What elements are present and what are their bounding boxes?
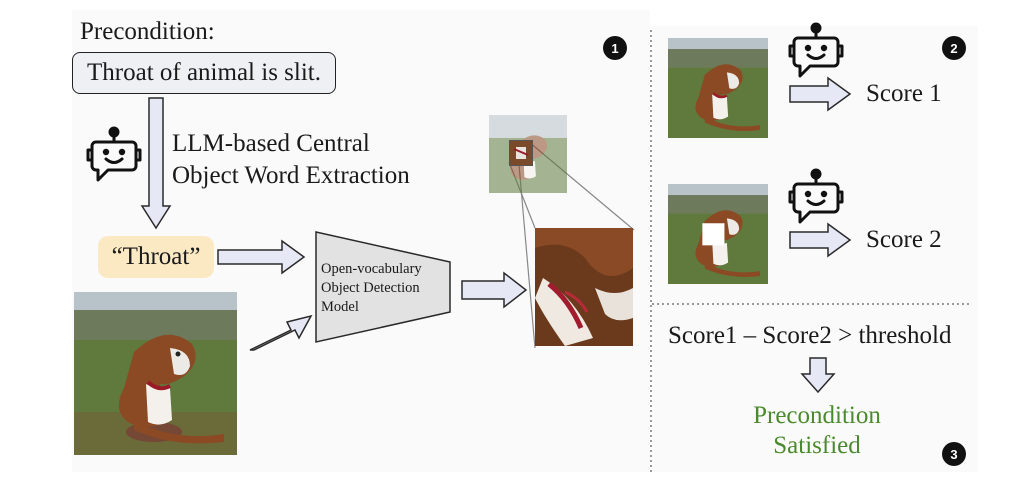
step-1-badge: 1 [603, 36, 627, 60]
score-2-label: Score 2 [866, 226, 942, 253]
detector-label-line2: Object Detection [321, 280, 420, 296]
precondition-text: Throat of animal is slit. [87, 59, 321, 86]
right-arrow-icon [789, 76, 852, 112]
step-2-badge: 2 [942, 36, 966, 60]
result-line-1: Precondition [753, 402, 881, 429]
score-1-label: Score 1 [866, 80, 942, 107]
mask-square [702, 223, 725, 246]
right-arrow-icon [217, 239, 306, 275]
dog-photo-masked [668, 184, 768, 284]
extraction-label-line1: LLM-based Central [172, 130, 370, 157]
right-arrow-icon [461, 271, 528, 309]
detector-label-line1: Open-vocabulary [321, 261, 422, 277]
detector-label-line3: Model [321, 299, 359, 315]
score-formula: Score1 – Score2 > threshold [668, 322, 952, 349]
detected-throat-bbox [509, 140, 533, 166]
precondition-box: Throat of animal is slit. [72, 52, 336, 94]
precondition-heading: Precondition: [80, 18, 215, 45]
dog-photo-original [668, 38, 768, 138]
diagonal-arrow-icon [249, 314, 313, 351]
result-line-2: Satisfied [773, 432, 861, 459]
object-word-box: “Throat” [98, 236, 214, 278]
dog-photo [74, 292, 237, 455]
throat-crop [535, 228, 633, 346]
right-arrow-icon [789, 222, 852, 258]
down-arrow-icon [800, 357, 836, 394]
robot-icon [788, 22, 844, 78]
robot-icon [86, 126, 142, 182]
step-3-badge: 3 [942, 442, 966, 466]
speech-bubble-icon [90, 140, 138, 182]
extraction-label-line2: Object Word Extraction [172, 162, 410, 189]
down-arrow-icon [140, 97, 172, 230]
detector-shape [315, 231, 451, 343]
object-word-text: “Throat” [111, 243, 201, 270]
robot-icon [788, 168, 844, 224]
